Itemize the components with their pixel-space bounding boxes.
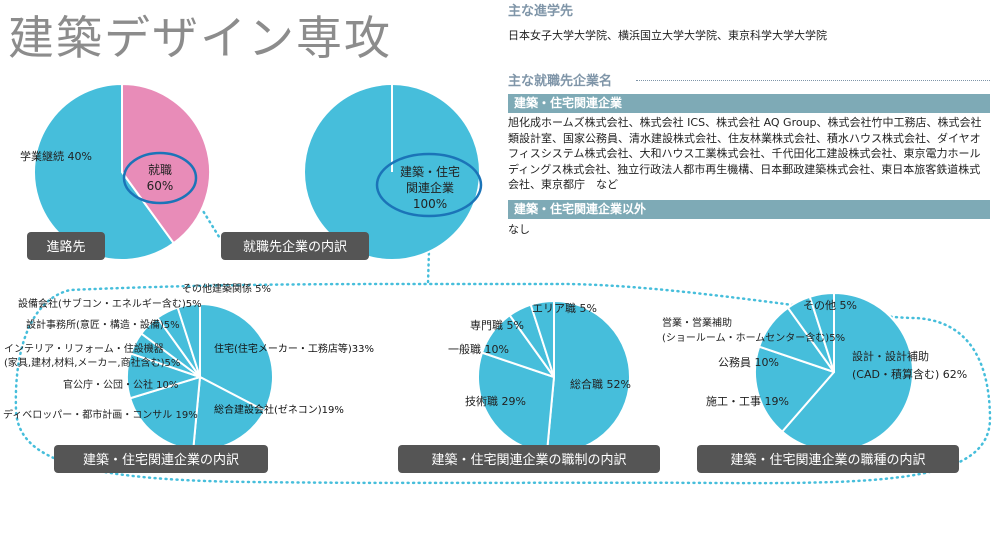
slice-label: 100% xyxy=(413,197,447,211)
slice-label: エリア職 5% xyxy=(532,302,597,315)
related-companies-band: 建築・住宅関連企業 xyxy=(508,94,990,113)
graduate-heading: 主な進学先 xyxy=(508,4,574,19)
pie-chart-3 xyxy=(126,303,274,451)
heading-rule xyxy=(636,80,990,81)
graduate-text: 日本女子大学大学院、横浜国立大学大学院、東京科学大学大学院 xyxy=(508,29,827,42)
chart-title-badge xyxy=(221,232,369,260)
employers-heading: 主な就職先企業名 xyxy=(508,74,613,89)
pie-slice xyxy=(199,303,274,412)
slice-label: 60% xyxy=(147,179,174,193)
slice-label: その他建築関係 5% xyxy=(182,282,271,295)
chart-title: 進路先 xyxy=(46,239,85,255)
slice-label: 住宅(住宅メーカー・工務店等)33% xyxy=(214,342,374,355)
other-companies-band: 建築・住宅関連企業以外 xyxy=(508,200,990,219)
slice-label: ディベロッパー・都市計画・コンサル 19% xyxy=(3,408,198,421)
slice-label: 設計・設計補助 xyxy=(852,349,929,363)
slice-label: (CAD・積算含む) 62% xyxy=(852,367,967,381)
chart-title-badge xyxy=(54,445,268,473)
pie-slice xyxy=(176,303,201,378)
page-title: 建築デザイン専攻 xyxy=(8,11,392,65)
other-companies-text: なし xyxy=(508,223,530,236)
slice-label: 建築・住宅 xyxy=(400,164,460,179)
slice-label: 総合建設会社(ゼネコン)19% xyxy=(214,403,344,416)
slice-label: 就職 xyxy=(148,163,172,177)
pie-chart-5 xyxy=(754,292,914,452)
pie-chart-1 xyxy=(33,83,211,261)
slice-label: 設計事務所(意匠・構造・設備)5% xyxy=(26,318,180,331)
chart-title-badge xyxy=(697,445,959,473)
slice-label: 総合職 52% xyxy=(570,377,631,391)
slice-label: 施工・工事 19% xyxy=(706,395,789,408)
slice-label: (ショールーム・ホームセンター含む)5% xyxy=(662,331,845,344)
pie-slice xyxy=(545,300,631,454)
pie-slice xyxy=(808,292,835,373)
slice-label: 公務員 10% xyxy=(718,355,779,369)
related-companies-text: 旭化成ホームズ株式会社、株式会社 ICS、株式会社 AQ Group、株式会社竹… xyxy=(508,116,982,191)
chart-title-badge xyxy=(398,445,660,473)
chart-title: 建築・住宅関連企業の内訳 xyxy=(83,452,239,468)
slice-label: 設備会社(サブコン・エネルギー含む)5% xyxy=(18,297,202,310)
slice-label: (家具,建材,材料,メーカー,商社含む)5% xyxy=(4,356,180,369)
pie-slice xyxy=(529,300,555,378)
highlight-ring xyxy=(122,151,198,205)
slice-label: その他 5% xyxy=(803,299,857,312)
slice-label: 一般職 10% xyxy=(448,343,509,356)
slice-label: 関連企業 xyxy=(406,180,454,195)
slice-label: 技術職 29% xyxy=(465,395,526,408)
slice-label: 専門職 5% xyxy=(470,319,524,332)
pie-chart-4 xyxy=(477,300,631,454)
pie-slice xyxy=(33,83,175,261)
chart-title: 建築・住宅関連企業の職種の内訳 xyxy=(730,452,925,468)
slice-label: 営業・営業補助 xyxy=(662,316,732,329)
slice-label: インテリア・リフォーム・住設機器 xyxy=(4,342,164,355)
chart-title: 就職先企業の内訳 xyxy=(243,239,347,255)
slice-label: 学業継続 40% xyxy=(20,149,92,163)
chart-title-badge xyxy=(27,232,105,260)
chart-title: 建築・住宅関連企業の職制の内訳 xyxy=(431,452,626,468)
pie-slice xyxy=(121,83,211,245)
highlight-ring xyxy=(375,152,483,218)
pie-slice xyxy=(754,345,835,433)
slice-label: 官公庁・公団・公社 10% xyxy=(63,378,178,391)
